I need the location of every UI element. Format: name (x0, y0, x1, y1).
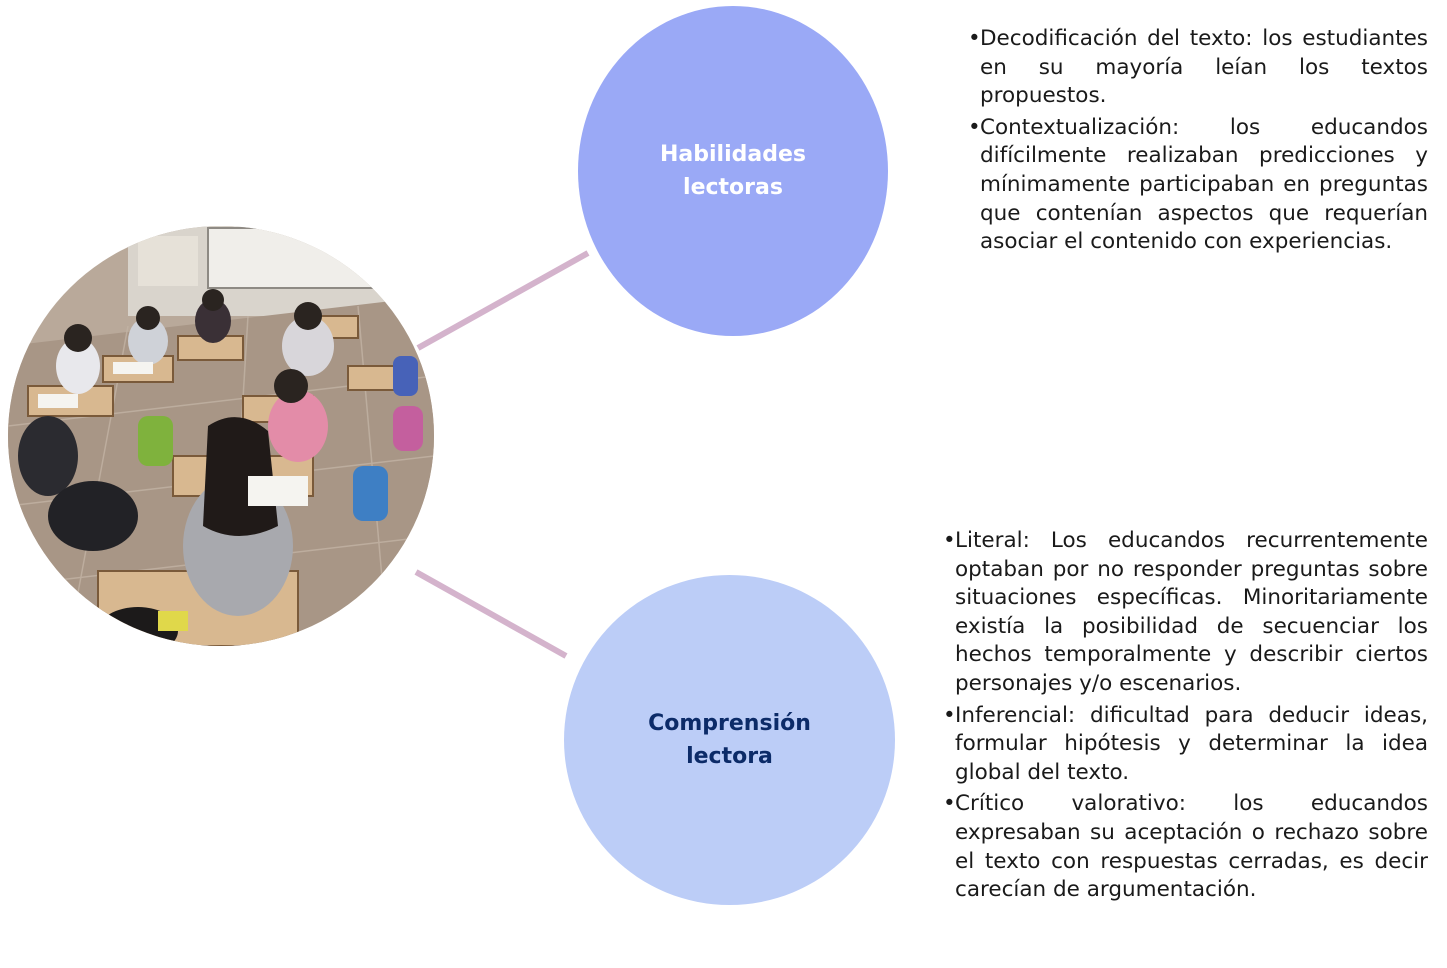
connector-line-bottom (414, 569, 568, 659)
bullet-icon: • (943, 791, 956, 817)
bullet-icon: • (968, 26, 981, 51)
note-item: •Decodificación del texto: los estudiant… (968, 26, 1428, 109)
bullet-icon: • (943, 702, 956, 728)
classroom-photo (8, 226, 434, 646)
note-item: •Crítico valorativo: los educandos expre… (943, 791, 1428, 903)
notes-habilidades: •Decodificación del texto: los estudiant… (968, 25, 1428, 260)
node-comprension-lectora: Comprensión lectora (564, 575, 895, 905)
note-item: •Literal: Los educandos recurrentemente … (943, 528, 1428, 696)
note-item: •Contextualización: los educandos difíci… (968, 114, 1428, 255)
notes-comprension: •Literal: Los educandos recurrentemente … (943, 527, 1428, 908)
bullet-icon: • (968, 114, 981, 140)
connector-line-top (416, 250, 590, 351)
node-habilidades-label: Habilidades lectoras (660, 142, 806, 200)
node-comprension-label: Comprensión lectora (648, 711, 811, 769)
note-item: •Inferencial: dificultad para deducir id… (943, 702, 1428, 785)
node-habilidades-lectoras: Habilidades lectoras (578, 6, 888, 336)
bullet-icon: • (943, 528, 956, 553)
